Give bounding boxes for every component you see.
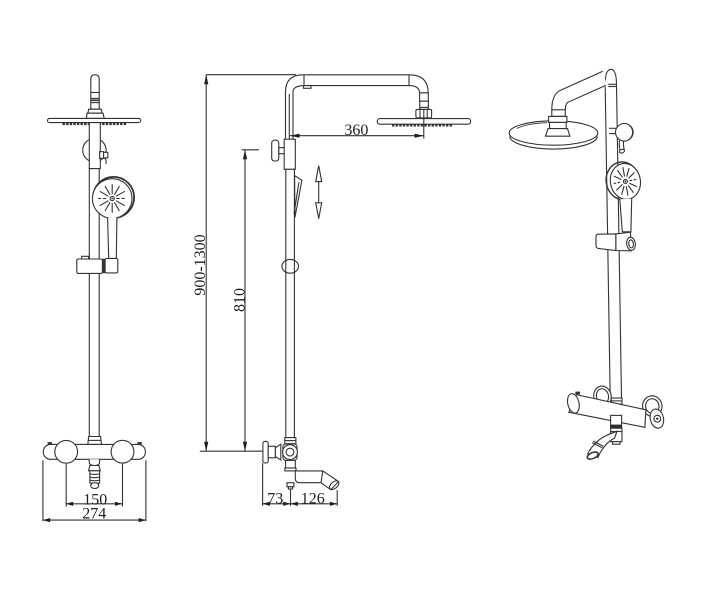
svg-text:810: 810 <box>232 288 249 312</box>
svg-text:900-1300: 900-1300 <box>192 234 209 295</box>
svg-text:360: 360 <box>344 122 368 139</box>
svg-text:150: 150 <box>83 492 107 509</box>
svg-text:126: 126 <box>301 490 325 507</box>
svg-text:274: 274 <box>82 505 106 522</box>
svg-text:73: 73 <box>267 490 283 507</box>
